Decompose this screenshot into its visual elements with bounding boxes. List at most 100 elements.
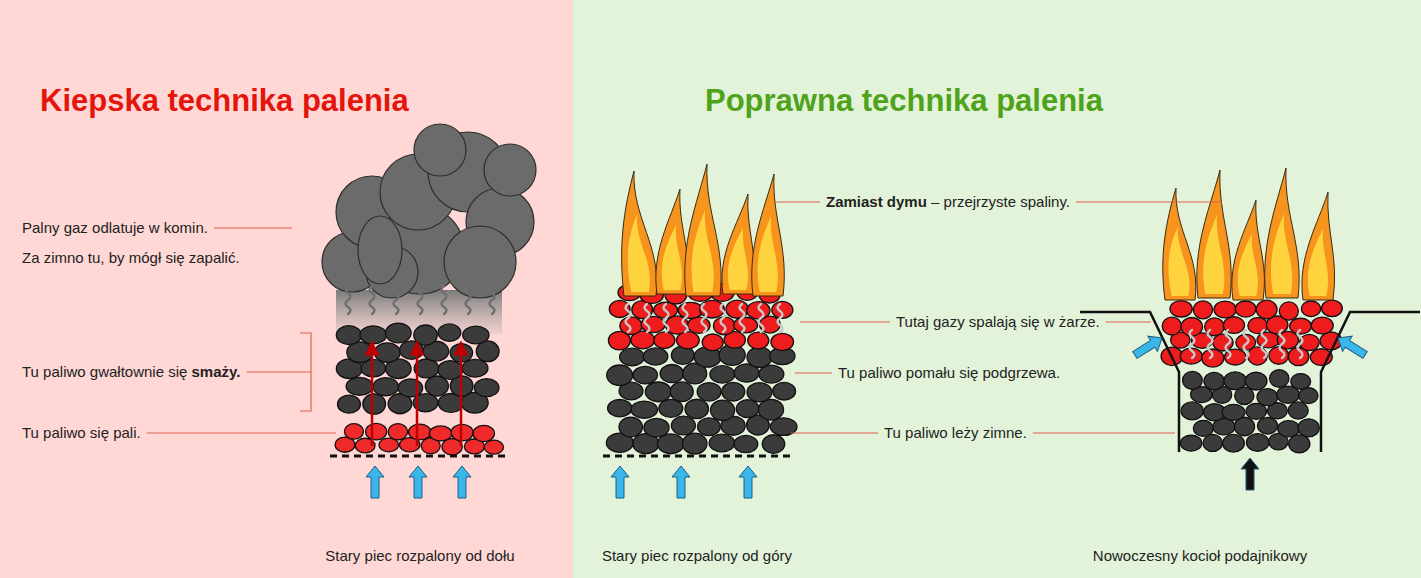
coal-lump <box>1270 370 1289 388</box>
flame-core <box>628 215 650 293</box>
gas-wisp <box>740 304 745 332</box>
air-arrow <box>1130 330 1167 362</box>
gas-wisp <box>1190 330 1195 358</box>
air-arrows <box>366 458 1259 498</box>
flame-core <box>1308 229 1328 296</box>
feed-arrow <box>1241 458 1259 490</box>
gas-wisp <box>1226 330 1231 358</box>
coal-lump <box>1222 404 1245 420</box>
coal-lump <box>710 400 734 421</box>
boiler <box>1080 312 1420 452</box>
coal-lump <box>346 377 373 395</box>
coal-lump <box>438 361 462 380</box>
coal-lump <box>697 383 721 401</box>
callout-label: Palny gaz odlatuje w komin. <box>22 219 208 237</box>
coal-lump <box>366 423 387 439</box>
callout-label: Za zimno tu, by mógł się zapalić. <box>22 249 240 267</box>
coal-lump <box>1181 435 1202 451</box>
air-arrow <box>611 466 629 498</box>
gas-wisps <box>626 304 783 332</box>
coal-lump <box>1246 434 1268 452</box>
caption-label: Nowoczesny kocioł podajnikowy <box>1093 547 1307 565</box>
callout-label: Tu paliwo gwałtownie się smaży. <box>22 363 240 381</box>
coal-glowing <box>335 423 504 454</box>
flame-core <box>1271 213 1292 294</box>
coal-ember <box>1161 300 1342 367</box>
gas-wisp <box>394 286 399 314</box>
smoke-puff <box>484 144 536 196</box>
flame-core <box>1168 227 1189 296</box>
gas-wisp <box>1298 330 1303 358</box>
coal-lump <box>1245 372 1267 390</box>
coal-lump <box>408 424 431 440</box>
coal-lump <box>773 382 796 400</box>
coal-lump <box>709 434 735 452</box>
coal-lump <box>620 317 642 335</box>
leader-line <box>1106 321 1151 322</box>
leader-line <box>1033 432 1175 433</box>
heat-arrow <box>371 342 374 446</box>
coal-lump <box>633 366 657 384</box>
gas-wisp <box>418 286 423 314</box>
gas-wisps <box>1190 330 1303 358</box>
coal-lump <box>710 366 735 383</box>
coal-lump <box>388 424 407 440</box>
coal-lump <box>685 399 708 418</box>
coal-lump <box>734 435 758 452</box>
coal-lump <box>643 348 668 365</box>
coal-lump <box>438 324 461 341</box>
coal-lump <box>1322 300 1343 316</box>
gas-wisp <box>346 286 351 314</box>
coal-lump <box>762 435 785 454</box>
coal-lump <box>682 433 707 454</box>
coal-lump <box>644 418 669 437</box>
flame-core <box>728 228 748 290</box>
callout-label: Tutaj gazy spalają się w żarze. <box>896 313 1100 331</box>
grate-line <box>330 455 506 458</box>
coal-lump <box>1193 420 1213 436</box>
coal-lump <box>619 417 642 437</box>
flames <box>622 164 785 296</box>
air-arrow <box>453 466 471 498</box>
flame-core <box>691 210 713 292</box>
leader-line <box>1076 201 1222 202</box>
coal-lump <box>1290 318 1312 334</box>
coal-lump <box>608 400 632 417</box>
coal-lump <box>1257 332 1279 348</box>
leader-line <box>214 227 292 228</box>
coal-lump <box>734 317 758 333</box>
flame <box>1302 192 1335 300</box>
caption-label: Stary piec rozpalony od góry <box>602 547 792 565</box>
coal-lump <box>344 424 363 439</box>
boiler-wall <box>1080 312 1420 452</box>
smoke-puff <box>414 124 466 176</box>
coal-lump <box>1248 318 1268 334</box>
coal-lump <box>374 343 400 363</box>
callout-label: Zamiast dymu – przejrzyste spaliny. <box>826 193 1070 211</box>
coal-lump <box>748 332 769 349</box>
coal-lump <box>1162 317 1181 335</box>
coal-lump <box>1183 371 1203 389</box>
gas-wisp <box>1208 330 1213 358</box>
coal-lump <box>463 326 489 344</box>
flame-core <box>1238 234 1258 296</box>
panel-heading: Kiepska technika palenia <box>40 83 409 119</box>
coal-lump <box>1301 301 1320 317</box>
leader-line <box>147 432 336 433</box>
coal-lump <box>747 347 772 367</box>
leader-lines <box>147 202 1222 433</box>
flame <box>656 189 689 294</box>
coal-lump <box>654 332 675 349</box>
coal-lump <box>1279 302 1298 320</box>
coal-cold <box>1181 370 1320 453</box>
coal-lump <box>671 416 695 435</box>
coal-lump <box>484 440 503 454</box>
coal-lump <box>1181 317 1202 336</box>
coal-lump <box>1311 317 1333 334</box>
flame <box>622 171 657 296</box>
coal-lump <box>1181 402 1203 420</box>
coal-lump <box>1291 374 1311 390</box>
gas-wisp <box>442 286 447 314</box>
coal-lump <box>771 333 794 350</box>
